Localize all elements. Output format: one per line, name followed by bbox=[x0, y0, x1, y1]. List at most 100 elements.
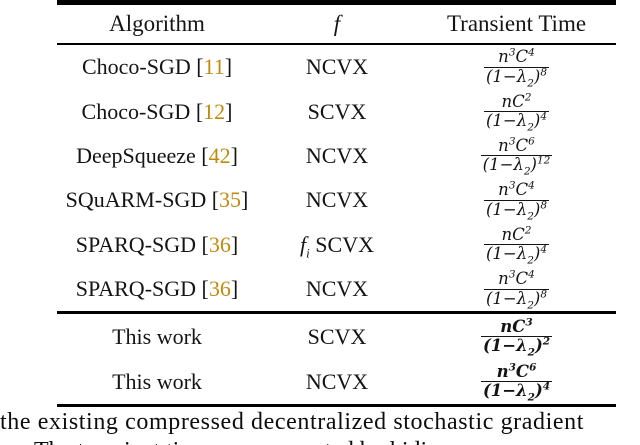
math-var: C bbox=[515, 180, 529, 200]
math-sub: 2 bbox=[527, 391, 535, 404]
algorithm-name: This work bbox=[112, 323, 202, 349]
algorithm-name: SQuARM-SGD bbox=[65, 187, 207, 213]
transient-time-cell: n3C4 (1−λ2)8 bbox=[417, 47, 616, 88]
citation-bracket-close: ] bbox=[224, 54, 233, 80]
math-var: ) bbox=[533, 66, 541, 86]
math-exp: 4 bbox=[528, 179, 535, 192]
math-exp: 2 bbox=[524, 91, 532, 104]
transient-time-fraction: nC2 (1−λ2)4 bbox=[483, 91, 550, 134]
math-exp: 6 bbox=[529, 361, 537, 374]
math-var: C bbox=[515, 136, 529, 155]
citation-bracket-close: ] bbox=[230, 142, 238, 168]
convexity-label: NCVX bbox=[305, 368, 369, 394]
algorithm-cell: Choco-SGD [11] bbox=[57, 54, 257, 80]
caption-text: the existing compressed decentralized st… bbox=[0, 408, 640, 445]
transient-time-cell: n3C4 (1−λ2)8 bbox=[417, 181, 616, 223]
math-var: n bbox=[498, 136, 509, 155]
transient-time-fraction: n3C4 (1−λ2)8 bbox=[483, 181, 550, 223]
fraction-numerator: n3C6 bbox=[497, 361, 537, 381]
header-f: f bbox=[333, 11, 341, 36]
citation-bracket-close: ] bbox=[241, 187, 249, 213]
math-var: C bbox=[515, 361, 530, 381]
fraction-denominator: (1−λ2)4 bbox=[480, 381, 553, 403]
convexity-label: NCVX bbox=[305, 276, 369, 302]
math-var: n bbox=[498, 269, 509, 289]
f-math-base: f bbox=[300, 231, 307, 257]
math-var: n bbox=[500, 316, 513, 336]
algorithm-cell: This work bbox=[57, 324, 257, 350]
fraction-numerator: nC3 bbox=[500, 316, 533, 336]
convexity-label: NCVX bbox=[305, 187, 369, 213]
citation-number[interactable]: 35 bbox=[219, 187, 242, 213]
table-row: SQuARM-SGD [35] NCVX n3C4 (1−λ2)8 bbox=[57, 178, 616, 222]
f-cell: NCVX bbox=[257, 187, 417, 213]
convexity-label: SCVX bbox=[307, 98, 367, 124]
citation-number[interactable]: 11 bbox=[203, 54, 225, 80]
transient-time-fraction: n3C4 (1−λ2)8 bbox=[483, 47, 550, 88]
math-sub: 2 bbox=[527, 254, 534, 267]
math-exp: 8 bbox=[540, 66, 548, 79]
math-sub: 2 bbox=[527, 121, 534, 134]
comparison-table: Algorithm f Transient Time Choco-SGD [11… bbox=[57, 0, 616, 408]
algorithm-name: DeepSqueeze bbox=[76, 142, 196, 168]
citation-bracket-close: ] bbox=[230, 231, 239, 257]
transient-time-cell: n3C6 (1−λ2)12 bbox=[417, 136, 616, 177]
math-var: (1−λ bbox=[485, 111, 528, 131]
math-var: (1−λ bbox=[482, 155, 524, 175]
math-var: (1−λ bbox=[485, 199, 528, 219]
fraction-numerator: n3C4 bbox=[498, 268, 535, 289]
transient-time-cell: nC2 (1−λ2)4 bbox=[417, 225, 616, 266]
transient-time-fraction: n3C6 (1−λ2)4 bbox=[480, 361, 553, 403]
math-var: (1−λ bbox=[482, 336, 528, 356]
citation-number[interactable]: 36 bbox=[208, 276, 231, 302]
math-exp: 3 bbox=[508, 179, 516, 192]
citation-bracket-close: ] bbox=[230, 276, 239, 302]
f-math-sub: i bbox=[306, 245, 310, 261]
fraction-numerator: n3C4 bbox=[498, 181, 535, 199]
citation-number[interactable]: 42 bbox=[208, 142, 231, 168]
math-exp: 2 bbox=[542, 335, 551, 348]
math-exp: 3 bbox=[508, 361, 516, 374]
fraction-denominator: (1−λ2)4 bbox=[483, 244, 550, 266]
f-cell: NCVX bbox=[257, 369, 417, 395]
math-var: n bbox=[501, 91, 513, 111]
citation-number[interactable]: 12 bbox=[203, 98, 226, 124]
table-row-this-work: This work SCVX nC3 (1−λ2)2 bbox=[57, 314, 616, 359]
table-row-this-work: This work NCVX n3C6 (1−λ2)4 bbox=[57, 359, 616, 404]
math-var: n bbox=[498, 180, 509, 200]
math-exp: 3 bbox=[508, 268, 516, 281]
table-row: SPARQ-SGD [36] fi SCVX nC2 (1−λ2)4 bbox=[57, 223, 616, 267]
f-cell: NCVX bbox=[257, 54, 417, 80]
math-var: ) bbox=[533, 111, 541, 131]
math-var: (1−λ bbox=[485, 288, 528, 308]
algorithm-cell: Choco-SGD [12] bbox=[57, 99, 257, 125]
citation-bracket-close: ] bbox=[225, 98, 233, 124]
transient-time-fraction: nC2 (1−λ2)4 bbox=[483, 225, 550, 266]
fraction-denominator: (1−λ2)8 bbox=[483, 66, 550, 88]
math-var: (1−λ bbox=[482, 381, 528, 401]
f-cell: fi SCVX bbox=[257, 231, 417, 261]
math-var: (1−λ bbox=[485, 244, 528, 264]
algorithm-name: This work bbox=[112, 368, 202, 394]
math-var: ) bbox=[534, 381, 543, 401]
citation-number[interactable]: 36 bbox=[208, 231, 231, 257]
transient-time-fraction: n3C6 (1−λ2)12 bbox=[480, 136, 553, 177]
f-cell: NCVX bbox=[257, 143, 417, 169]
algorithm-name: SPARQ-SGD bbox=[75, 231, 197, 257]
algorithm-name: SPARQ-SGD bbox=[75, 276, 197, 302]
table-row: DeepSqueeze [42] NCVX n3C6 (1−λ2)12 bbox=[57, 134, 616, 178]
math-sub: 2 bbox=[527, 210, 534, 223]
citation-bracket-open: [ bbox=[196, 231, 209, 257]
math-var: C bbox=[515, 269, 529, 289]
fraction-numerator: nC2 bbox=[502, 225, 532, 244]
math-var: ) bbox=[534, 336, 543, 356]
transient-time-cell: nC2 (1−λ2)4 bbox=[417, 91, 616, 134]
this-work-separator-rule bbox=[57, 311, 616, 315]
table-header-row: Algorithm f Transient Time bbox=[57, 5, 616, 43]
math-exp: 3 bbox=[525, 316, 533, 329]
fraction-denominator: (1−λ2)8 bbox=[483, 199, 550, 223]
header-transient-time: Transient Time bbox=[446, 11, 587, 36]
math-exp: 4 bbox=[540, 110, 548, 123]
convexity-label: SCVX bbox=[307, 323, 367, 349]
